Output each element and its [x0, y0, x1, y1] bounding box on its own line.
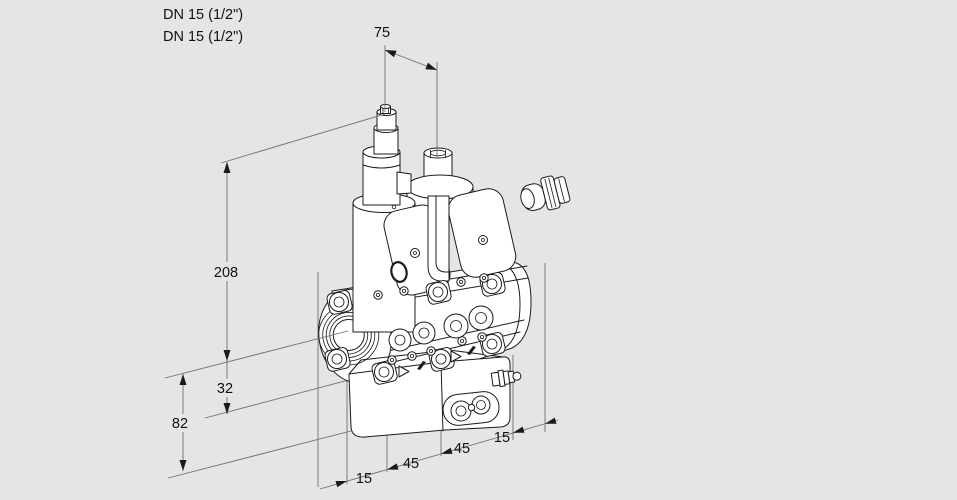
- dim-32-label: 32: [217, 381, 233, 397]
- dim-chain-15b-label: 15: [494, 430, 510, 446]
- left-adjuster-stem: [362, 104, 412, 206]
- dim-208-label: 208: [214, 265, 238, 281]
- test-nipple: [490, 369, 522, 388]
- conduit-hole-icon: [390, 261, 408, 283]
- dimension-75: 75: [374, 25, 438, 158]
- dimension-208: 208: [164, 113, 386, 379]
- dim-75-label: 75: [374, 25, 390, 41]
- outlet-flange: [501, 263, 521, 351]
- flow-arrow-icon: [398, 365, 410, 378]
- flow-arrow-icon: [450, 350, 462, 363]
- dim-chain-45b-label: 45: [454, 441, 470, 457]
- coil-strap: [427, 195, 450, 282]
- flange-bolts: [324, 272, 506, 385]
- dimension-chain: 15 45 45 15: [335, 417, 557, 488]
- dim-chain-45a-label: 45: [403, 456, 419, 472]
- flow-direction-arrows: [398, 346, 476, 378]
- dimension-82: 82: [165, 374, 195, 471]
- cable-gland: [520, 175, 571, 212]
- sight-port-icon: [450, 400, 472, 422]
- dim-82-label: 82: [172, 416, 188, 432]
- connection-labels: DN 15 (1/2") DN 15 (1/2"): [163, 7, 243, 45]
- dimension-32: 32: [209, 361, 241, 414]
- dim-chain-15a-label: 15: [356, 471, 372, 487]
- coil-screw-icon: [478, 235, 488, 245]
- dn-label-top: DN 15 (1/2"): [163, 7, 243, 23]
- coil-screw-icon: [410, 248, 420, 258]
- pressure-test-ports: [388, 305, 494, 352]
- coil-right: [447, 188, 517, 278]
- dn-label-bottom: DN 15 (1/2"): [163, 29, 243, 45]
